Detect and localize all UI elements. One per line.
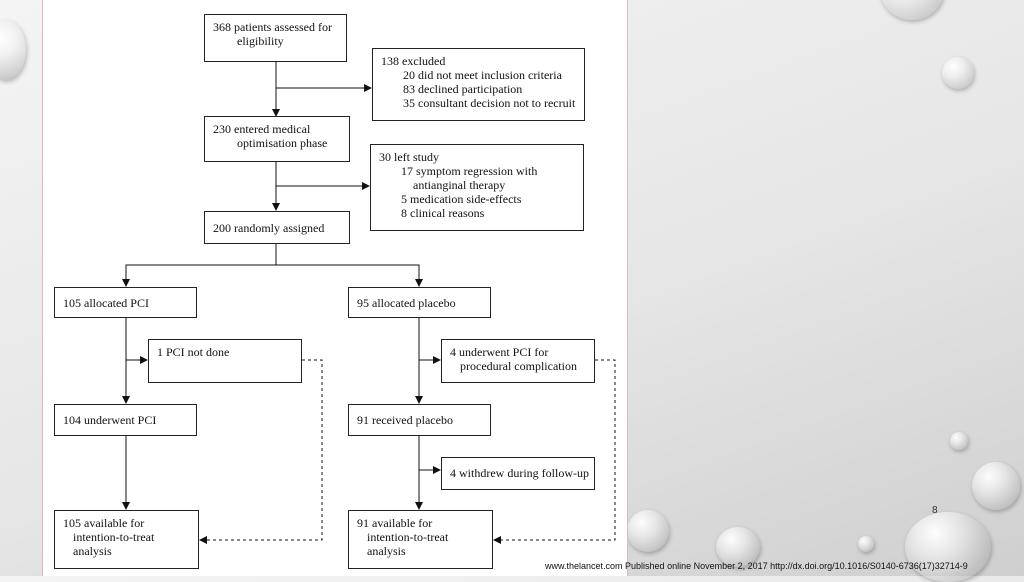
flowchart-connectors [122,62,616,544]
water-drop-decoration [972,462,1020,510]
water-drop-decoration [942,57,974,89]
withdrew-box: 4 withdrew during follow-up [441,457,595,490]
citation-footer: www.thelancet.com Published online Novem… [545,561,968,571]
received-placebo-box: 91 received placebo [348,404,491,436]
allocated-pci-box: 105 allocated PCI [54,287,197,318]
allocated-placebo-box: 95 allocated placebo [348,287,491,318]
connector-randomised-split [125,244,277,286]
water-drop-decoration [905,512,991,582]
dashed-placebo-pci-return [493,359,616,544]
left-study-box: 30 left study 17 symptom regression with… [370,144,584,231]
water-drop-decoration [716,527,760,567]
optimisation-box: 230 entered medical optimisation phase [204,116,350,162]
placebo-pci-box: 4 underwent PCI for procedural complicat… [441,339,595,383]
dashed-pci-not-done-return [199,359,323,544]
assessed-box: 368 patients assessed for eligibility [204,14,347,62]
available-placebo-box: 91 available for intention-to-treat anal… [348,510,493,569]
available-pci-box: 105 available for intention-to-treat ana… [54,510,199,569]
water-drop-decoration [950,432,968,450]
underwent-pci-box: 104 underwent PCI [54,404,197,436]
water-drop-decoration [627,510,669,552]
slide-page-number: 8 [932,505,938,516]
water-drop-decoration [0,20,26,80]
pci-not-done-box: 1 PCI not done [148,339,302,383]
randomised-box: 200 randomly assigned [204,211,350,244]
excluded-box: 138 excluded 20 did not meet inclusion c… [372,48,585,121]
water-drop-decoration [880,0,944,20]
water-drop-decoration [858,536,874,552]
flowchart-figure: 368 patients assessed for eligibility 13… [42,0,628,576]
